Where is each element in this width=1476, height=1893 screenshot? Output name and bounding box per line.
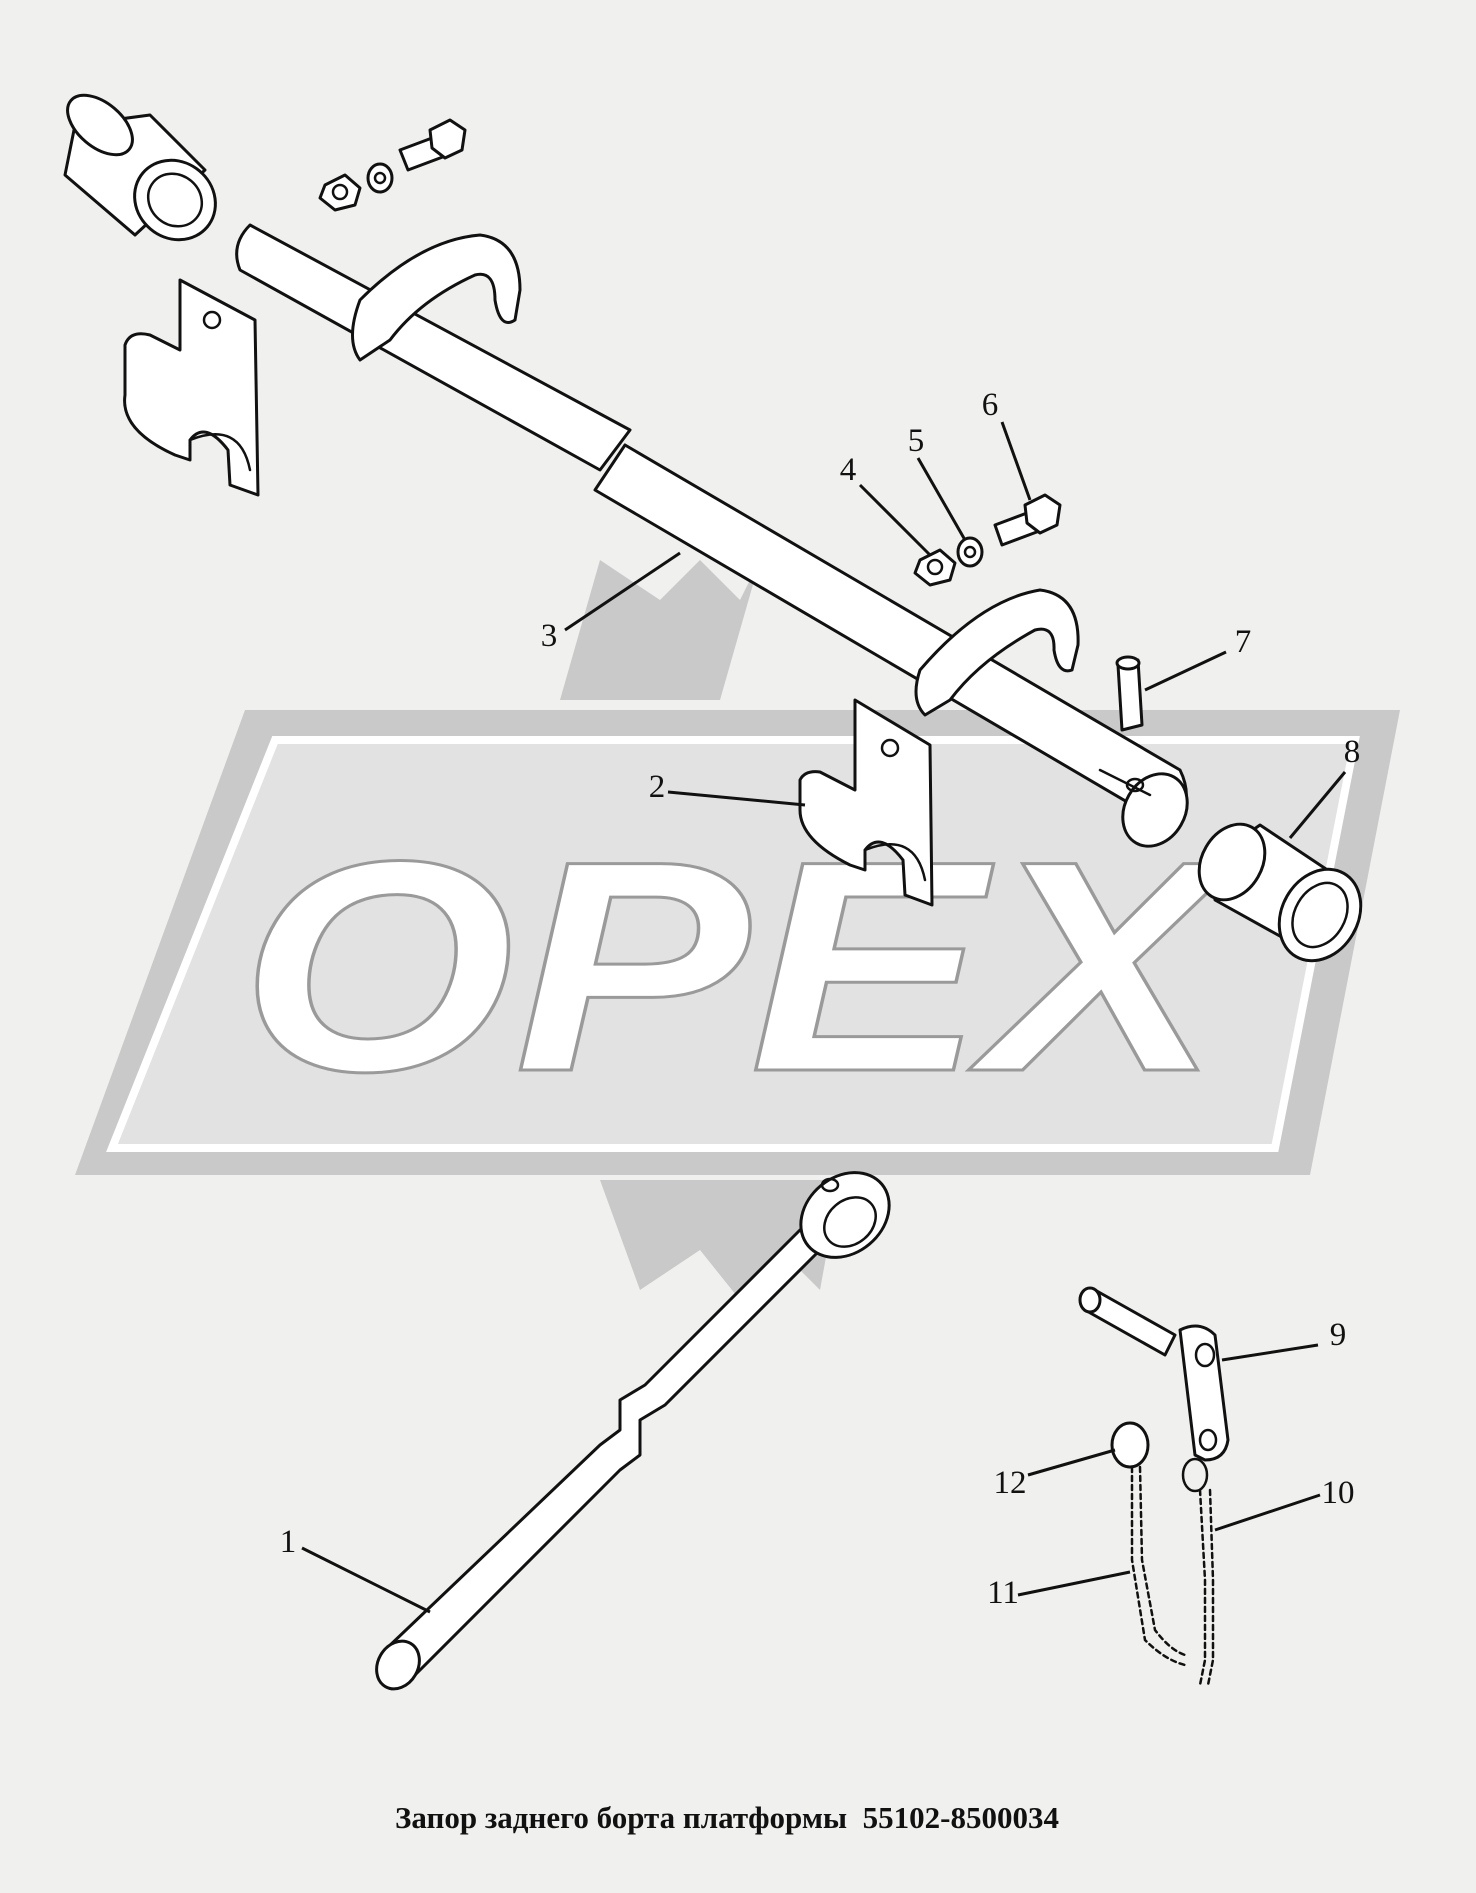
hook-upper (351, 233, 522, 362)
callout-5: 5 (908, 423, 925, 459)
watermark-inner-band (106, 736, 1360, 1152)
fastener-set-lower (913, 493, 1062, 587)
callout-12: 12 (994, 1465, 1027, 1501)
chain-part-10 (1198, 1488, 1207, 1687)
shaft (235, 223, 1189, 848)
bushing-top-left (63, 93, 217, 242)
callout-9: 9 (1330, 1317, 1347, 1353)
fastener-set-top (318, 118, 467, 212)
callout-3: 3 (541, 618, 558, 654)
callout-10: 10 (1322, 1475, 1355, 1511)
ring-part-12 (1110, 1421, 1150, 1469)
pin-part-7 (1115, 655, 1144, 732)
callout-8: 8 (1344, 734, 1361, 770)
washer-part-5 (956, 536, 984, 568)
callout-2: 2 (649, 769, 666, 805)
watermark-gear (560, 560, 840, 1300)
callout-4: 4 (840, 452, 857, 488)
callout-labels: 1 2 3 4 5 6 7 8 9 10 11 12 (280, 387, 1361, 1611)
callout-11: 11 (987, 1575, 1019, 1611)
diagram-title: Запор заднего борта платформы 55102-8500… (395, 1800, 1059, 1835)
lever-part-1 (375, 1171, 891, 1691)
chain-assembly (1110, 1421, 1215, 1687)
bracket-lower (798, 698, 934, 907)
pin-part-9 (1078, 1286, 1230, 1462)
callout-1: 1 (280, 1524, 297, 1560)
watermark: OPEX (75, 560, 1400, 1300)
leader-lines (301, 421, 1347, 1614)
chain-part-11 (1130, 1465, 1187, 1667)
hook-lower (914, 588, 1080, 717)
nut-part-4 (913, 548, 957, 587)
watermark-logo-text: OPEX (240, 798, 1238, 1134)
callout-6: 6 (982, 387, 999, 423)
bracket-top-left (123, 278, 260, 497)
callout-7: 7 (1235, 624, 1252, 660)
bushing-part-8 (1197, 822, 1363, 963)
